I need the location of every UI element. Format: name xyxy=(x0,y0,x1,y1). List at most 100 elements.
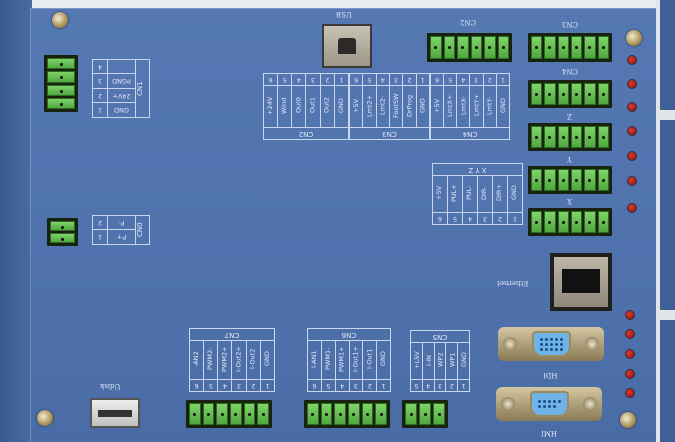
pin-number: 2 xyxy=(402,74,416,85)
x-axis-terminal[interactable] xyxy=(528,208,612,236)
y-axis-terminal[interactable] xyxy=(528,166,612,194)
table-title: CN0 xyxy=(135,216,149,244)
pin-label: PWM2+ xyxy=(217,341,232,379)
pin-label: DIR- xyxy=(477,176,492,212)
pin-number: 3 xyxy=(389,74,403,85)
hmi-label: HMI xyxy=(541,429,558,437)
table-title: X Y Z xyxy=(433,164,522,176)
cn2-terminal[interactable] xyxy=(427,33,512,62)
screw-icon xyxy=(626,30,642,46)
pin-label: Out0 xyxy=(291,86,306,127)
pin-number: 2 xyxy=(362,380,377,391)
pin-number: 6 xyxy=(194,382,199,390)
pin-label: GND xyxy=(457,343,469,379)
pin-label: Lmt2- xyxy=(375,86,390,127)
pin-number: 1 xyxy=(457,380,469,391)
table-title: CN7 xyxy=(190,329,274,341)
cn3-terminal[interactable] xyxy=(528,33,612,62)
pin-number: 6 xyxy=(437,215,443,223)
pin-number: 6 xyxy=(354,76,359,84)
pin-label: PUL+ xyxy=(447,176,462,212)
screw-icon xyxy=(52,12,68,28)
table-title: CN2 xyxy=(264,127,348,139)
udisk-port[interactable] xyxy=(90,398,140,428)
led-indicator xyxy=(628,103,636,111)
pin-label: GND xyxy=(259,341,274,379)
pin-label: LmtY+ xyxy=(469,86,483,127)
pin-label: P+ xyxy=(107,230,135,244)
pin-number: 1 xyxy=(97,106,103,115)
cn3-label: CN3 xyxy=(562,20,578,28)
table-title: CN6 xyxy=(308,329,390,341)
pin-number: 5 xyxy=(277,74,292,85)
pin-label: GND xyxy=(376,341,390,379)
cn4-terminal[interactable] xyxy=(528,80,612,108)
led-indicator xyxy=(626,350,634,358)
usb-port[interactable] xyxy=(322,24,372,68)
led-indicator xyxy=(628,152,636,160)
pin-number: 3 xyxy=(477,213,492,224)
pin-row: 4 xyxy=(93,60,135,74)
pin-label: I-Out2+ xyxy=(231,341,246,379)
pin-label: GND xyxy=(495,86,509,127)
pin-number: 4 xyxy=(334,380,349,391)
cn7-terminal[interactable] xyxy=(186,400,272,428)
pin-label: WP1 xyxy=(445,343,458,379)
pin-number: 4 xyxy=(462,213,477,224)
y-label: Y xyxy=(567,155,572,163)
cn6-terminal[interactable] xyxy=(304,400,390,428)
pin-label: DrProg xyxy=(402,86,416,127)
cn5-terminal[interactable] xyxy=(402,400,448,428)
pin-label: PWM1+ xyxy=(334,341,349,379)
hdi-db15-port[interactable] xyxy=(498,327,604,361)
pin-number: 6 xyxy=(434,76,440,84)
cn1-terminal[interactable] xyxy=(44,55,78,112)
pin-label: P- xyxy=(107,216,135,230)
pin-number: 2 xyxy=(445,380,458,391)
cn0-terminal[interactable] xyxy=(47,218,78,246)
z-axis-terminal[interactable] xyxy=(528,123,612,151)
pin-label: +5V xyxy=(352,98,361,113)
pin-number: 3 xyxy=(348,380,363,391)
pin-number: 2 xyxy=(245,380,260,391)
pin-label: Out2 xyxy=(319,86,334,127)
x-label: X xyxy=(567,197,572,205)
enclosure-rail xyxy=(660,120,675,310)
pin-label: +5V xyxy=(432,98,441,113)
led-indicator xyxy=(628,204,636,212)
pin-label: +5V xyxy=(435,185,443,201)
pin-number: 2 xyxy=(97,91,103,100)
hmi-db9-port[interactable] xyxy=(496,387,602,421)
led-indicator xyxy=(626,330,634,338)
led-indicator xyxy=(628,127,636,135)
pin-label: Lmt2+ xyxy=(362,86,376,127)
cn2-label: CN2 xyxy=(460,18,476,26)
pin-number: 5 xyxy=(320,380,335,391)
table-title: CN5 xyxy=(411,331,469,343)
pin-number: 4 xyxy=(375,74,390,85)
ethernet-port[interactable] xyxy=(550,253,612,311)
screw-icon xyxy=(620,412,636,428)
pin-label: -AN2 xyxy=(191,351,200,367)
pin-number: 1 xyxy=(507,213,522,224)
pin-number: 5 xyxy=(362,74,376,85)
pin-label: I-Out2 xyxy=(245,341,260,379)
pin-number: 1 xyxy=(495,74,509,85)
pin-number: 4 xyxy=(97,62,103,71)
led-indicator xyxy=(626,311,634,319)
pin-number: 1 xyxy=(415,74,429,85)
